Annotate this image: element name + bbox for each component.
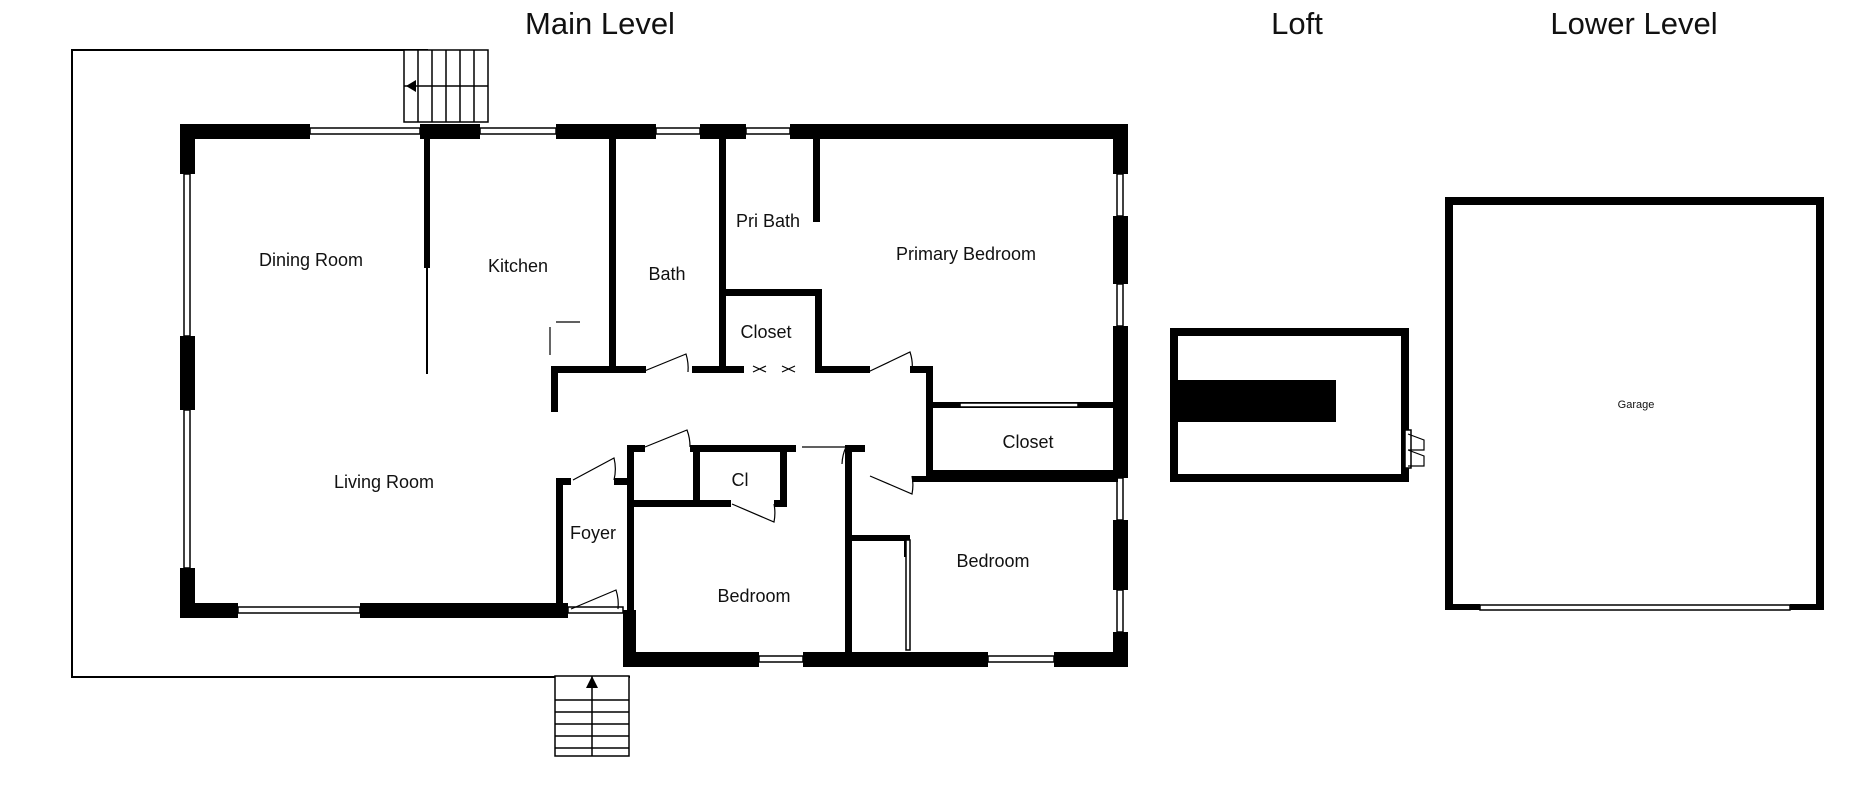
doors [549,321,1079,651]
room-label-foyer: Foyer [570,523,616,543]
loft-title: Loft [1271,6,1323,41]
room-label-dining-room: Dining Room [259,250,363,270]
lower-level-title: Lower Level [1550,6,1717,41]
garage-plan [1445,197,1824,611]
room-label-cl: Cl [732,470,749,490]
loft-plan [1170,328,1425,482]
windows [183,127,1124,663]
deck-outline [71,49,630,678]
room-label-pri-bath: Pri Bath [736,211,800,231]
main-level-title: Main Level [525,6,675,41]
main-exterior-walls [180,124,1128,667]
room-label-garage: Garage [1618,399,1655,411]
stairs-bottom [554,675,630,757]
room-label-closet-right: Closet [1002,432,1053,452]
room-label-bath: Bath [648,264,685,284]
interior-walls [424,124,1128,660]
room-label-closet-upper: Closet [740,322,791,342]
room-label-bedroom-right: Bedroom [956,551,1029,571]
stairs-top [403,49,489,123]
room-label-kitchen: Kitchen [488,256,548,276]
room-label-living-room: Living Room [334,472,434,492]
room-label-primary-bedroom: Primary Bedroom [896,244,1036,264]
room-label-bedroom-center: Bedroom [717,586,790,606]
